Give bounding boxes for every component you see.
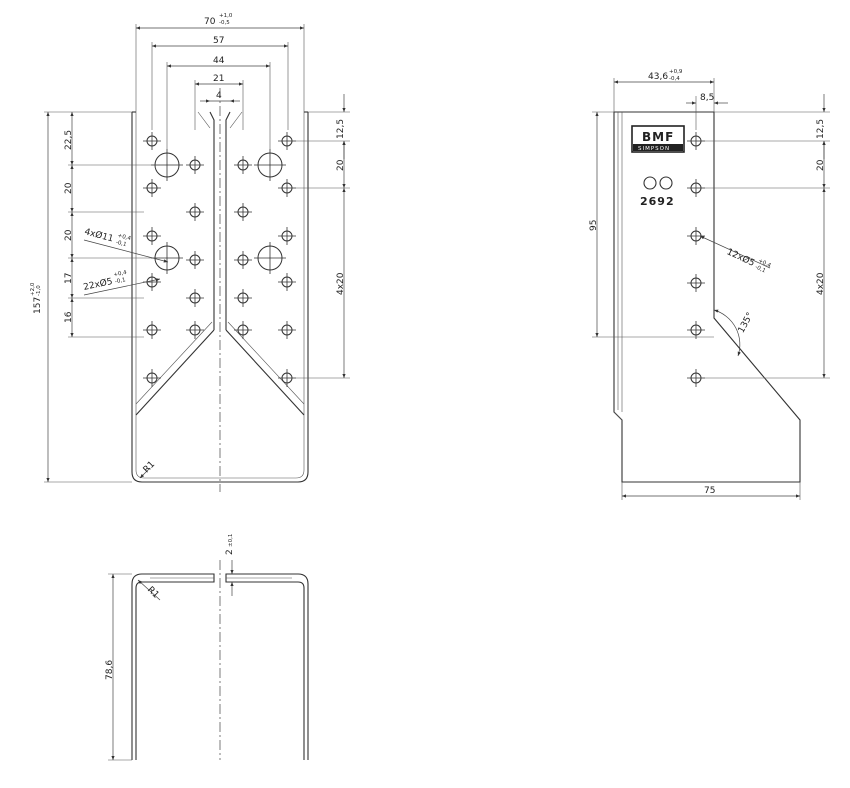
dim-21-label: 21 <box>213 74 224 84</box>
dim-17-label: 17 <box>64 273 74 284</box>
height-dim-label: 157 <box>33 297 43 314</box>
side-dim-4x20-label: 4x20 <box>816 272 826 295</box>
mark-icon <box>643 176 657 190</box>
left-fold <box>135 329 215 416</box>
logo-sub-text: SIMPSON <box>638 146 670 152</box>
dim-22-5-label: 22,5 <box>64 130 74 150</box>
stamp-number: 2692 <box>640 195 675 208</box>
top-outline <box>131 573 215 760</box>
dim-43-6-label: 43,6 <box>648 72 668 82</box>
dim-16-label: 16 <box>64 311 74 323</box>
dim-95-label: 95 <box>589 220 599 231</box>
width-tol-lower: -0,5 <box>219 20 230 26</box>
dim-20b-label: 20 <box>64 229 74 241</box>
front-holes <box>143 132 296 387</box>
small-holes-tol-lower: -0,1 <box>114 277 126 285</box>
thickness-tol: ±0,1 <box>228 534 234 547</box>
side-holes-label: 12xØ5 <box>725 246 756 268</box>
right-dim-20-label: 20 <box>336 159 346 171</box>
small-holes-label: 22xØ5 <box>82 276 113 293</box>
dim-44-label: 44 <box>213 56 225 66</box>
front-radius-label: R1 <box>142 460 158 476</box>
side-view: BMF SIMPSON 2692 <box>613 111 801 483</box>
side-dim-12-5-label: 12,5 <box>816 119 826 139</box>
dim-8-5-label: 8,5 <box>700 93 714 103</box>
thickness-label: 2 <box>225 549 235 555</box>
side-holes <box>687 132 705 387</box>
height-tol-upper: +2,0 <box>30 282 36 296</box>
height-tol-lower: -1,0 <box>36 285 42 296</box>
dim-43-6-tol-lower: -0,4 <box>669 76 680 82</box>
side-holes-tol-lower: -0,1 <box>754 264 766 274</box>
dim-43-6-tol-upper: +0,9 <box>669 69 683 75</box>
side-dimensions: 43,6 +0,9 -0,4 8,5 12,5 20 4x20 95 12xØ5… <box>589 69 830 500</box>
right-dim-12-5-label: 12,5 <box>336 119 346 139</box>
center-slot <box>209 111 231 330</box>
mark-icon <box>659 176 673 190</box>
width-dim-label: 70 <box>204 17 216 27</box>
large-holes-tol-lower: -0,1 <box>115 240 127 249</box>
right-dim-4x20-label: 4x20 <box>336 272 346 295</box>
side-holes-tol-upper: +0,4 <box>757 258 772 269</box>
dim-75-label: 75 <box>704 486 715 496</box>
angle-label: 135° <box>737 311 756 335</box>
side-outline <box>613 111 801 483</box>
large-holes-label: 4xØ11 <box>83 226 114 244</box>
front-inner-outline <box>135 112 305 479</box>
logo-text: BMF <box>642 130 674 144</box>
depth-label: 78,6 <box>105 660 115 680</box>
dim-57-label: 57 <box>213 36 224 46</box>
front-dimensions: 70 +1,0 -0,5 57 44 21 4 157 +2,0 -1,0 <box>30 13 350 483</box>
width-tol-upper: +1,0 <box>219 13 233 19</box>
top-view: 2 ±0,1 R1 78,6 <box>105 534 309 761</box>
right-fold <box>225 329 305 416</box>
front-outline <box>131 112 309 483</box>
front-view: R1 <box>131 88 309 492</box>
side-dim-20-label: 20 <box>816 159 826 171</box>
dim-4-label: 4 <box>216 91 222 101</box>
small-holes-tol-upper: +0,4 <box>113 270 128 279</box>
dim-20a-label: 20 <box>64 182 74 194</box>
large-holes-tol-upper: +0,4 <box>117 233 132 242</box>
